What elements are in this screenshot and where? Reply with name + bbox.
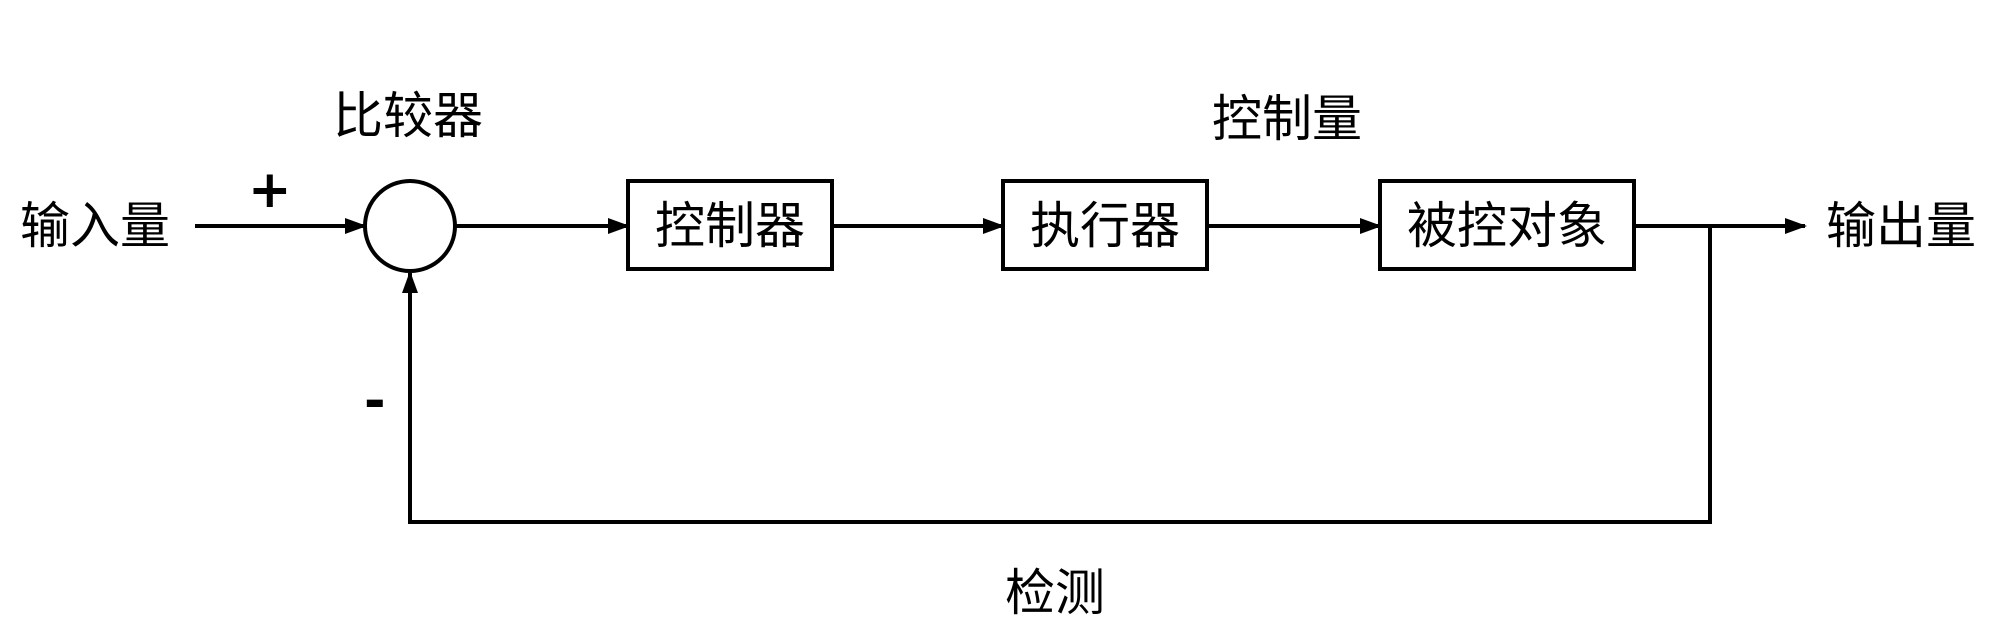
actuator-block: 执行器 — [1001, 179, 1209, 271]
comparator-circle — [363, 179, 457, 273]
output-label: 输出量 — [1826, 197, 1976, 255]
plant-block-label: 被控对象 — [1407, 197, 1607, 255]
feedback-label: 检测 — [1005, 564, 1105, 622]
minus-sign: - — [364, 371, 386, 431]
control-quantity-label: 控制量 — [1212, 90, 1362, 148]
input-label: 输入量 — [20, 197, 170, 255]
controller-block: 控制器 — [626, 179, 834, 271]
actuator-block-label: 执行器 — [1030, 197, 1180, 255]
comparator-label: 比较器 — [333, 87, 483, 145]
plus-sign: + — [248, 160, 292, 220]
feedback-path — [402, 226, 1712, 524]
plant-block: 被控对象 — [1378, 179, 1636, 271]
controller-block-label: 控制器 — [655, 197, 805, 255]
